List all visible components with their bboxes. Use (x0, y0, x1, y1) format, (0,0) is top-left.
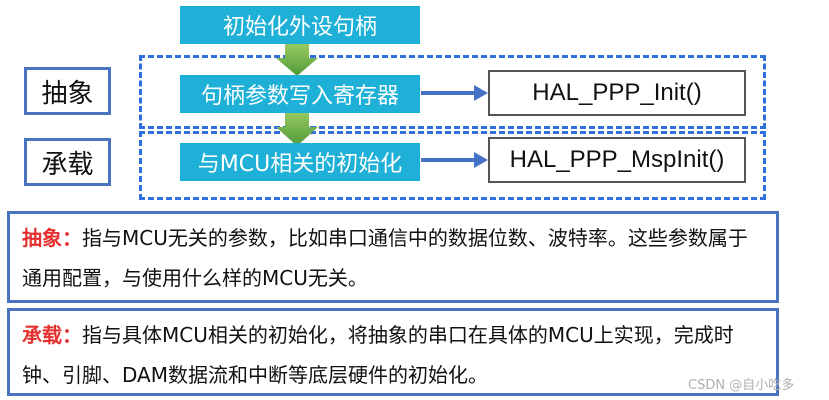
down-arrow-1 (276, 43, 318, 76)
hal-mspinit-text: HAL_PPP_MspInit() (509, 146, 725, 173)
abstract-label: 抽象 (24, 67, 111, 115)
flow-top-text: 初始化外设句柄 (222, 15, 377, 40)
right-arrow-1-head (474, 85, 488, 101)
abstract-explanation: 抽象：指与MCU无关的参数，比如串口通信中的数据位数、波特率。这些参数属于通用配… (7, 211, 779, 303)
abstract-explanation-title: 抽象： (22, 226, 82, 250)
carry-label: 承载 (24, 138, 111, 186)
carry-explanation-title: 承载： (22, 323, 82, 347)
flow-step1-text: 句柄参数写入寄存器 (200, 84, 399, 109)
hal-init-text: HAL_PPP_Init() (532, 79, 702, 106)
flow-step2-box: 与MCU相关的初始化 (180, 143, 420, 181)
watermark: CSDN @自小吃多 (688, 378, 795, 393)
hal-init-box: HAL_PPP_Init() (488, 70, 746, 116)
carry-group-outline (139, 131, 766, 200)
abstract-explanation-text: 指与MCU无关的参数，比如串口通信中的数据位数、波特率。这些参数属于通用配置，与… (22, 226, 748, 290)
carry-explanation: 承载：指与具体MCU相关的初始化，将抽象的串口在具体的MCU上实现，完成时钟、引… (7, 308, 779, 396)
flow-step2-text: 与MCU相关的初始化 (197, 152, 403, 177)
flow-step1-box: 句柄参数写入寄存器 (180, 75, 420, 113)
hal-mspinit-box: HAL_PPP_MspInit() (488, 137, 746, 183)
carry-explanation-text: 指与具体MCU相关的初始化，将抽象的串口在具体的MCU上实现，完成时钟、引脚、D… (22, 323, 734, 387)
down-arrow-2 (276, 110, 318, 146)
abstract-group-outline (139, 55, 766, 129)
flow-top-box: 初始化外设句柄 (180, 6, 420, 44)
right-arrow-2-head (474, 152, 488, 168)
